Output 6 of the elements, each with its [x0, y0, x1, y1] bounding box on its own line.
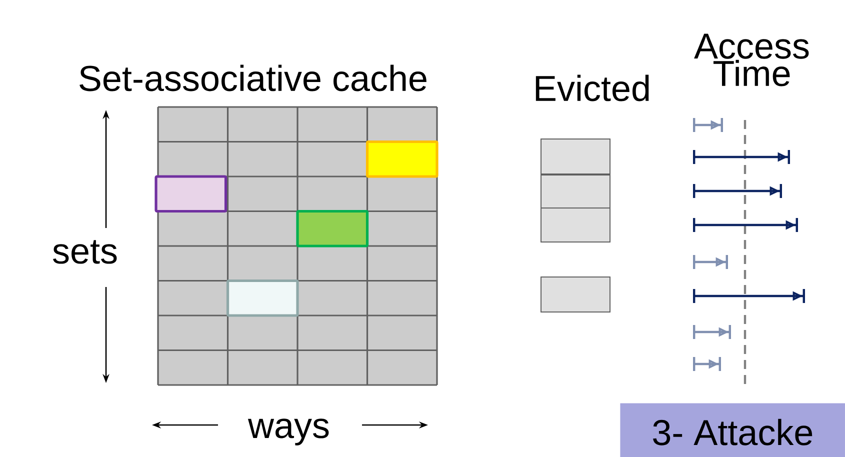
axis-label: ways — [248, 418, 329, 446]
title: Set-associative cache — [80, 64, 426, 92]
step-banner: 3- Attacke — [620, 403, 845, 457]
axis-label: sets — [53, 240, 117, 264]
axis-label: Evicted — [536, 74, 649, 102]
axis-label: Access Time — [694, 34, 809, 86]
